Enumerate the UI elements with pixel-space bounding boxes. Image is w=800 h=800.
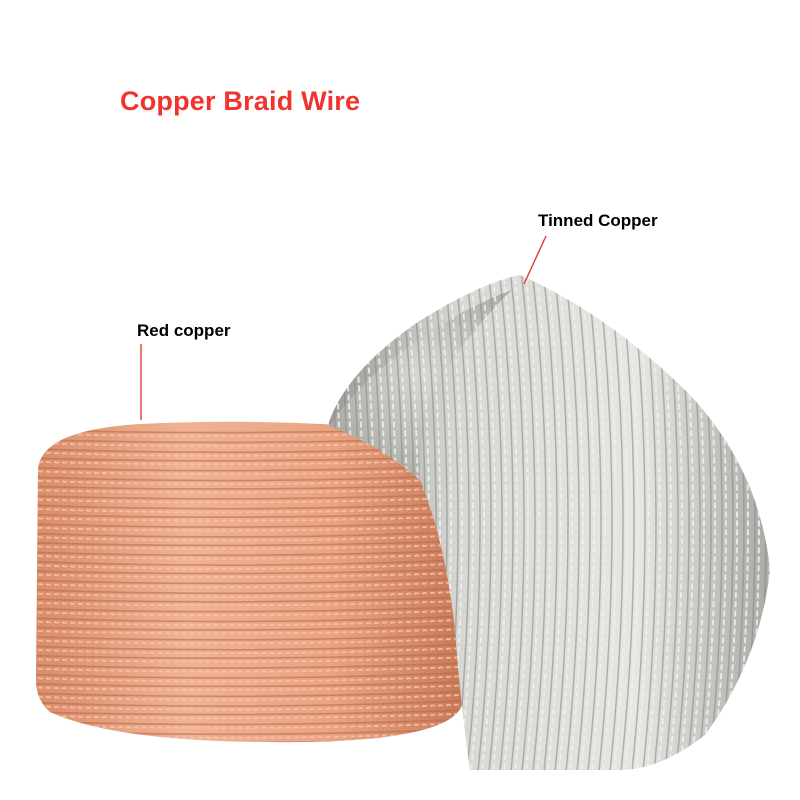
copper-strand-highlight: [36, 684, 462, 691]
copper-strand: [36, 605, 462, 613]
copper-strand-highlight: [36, 675, 462, 683]
tin-strand: [795, 260, 800, 790]
copper-strand: [36, 718, 462, 726]
copper-strand-highlight: [36, 599, 462, 607]
tin-strand: [541, 275, 558, 770]
copper-strand-highlight: [36, 524, 462, 532]
copper-strand-highlight: [36, 487, 462, 494]
tin-strand-highlight: [567, 275, 584, 770]
copper-strand-highlight: [36, 693, 462, 701]
tinned-copper-leader-line: [523, 235, 547, 285]
copper-strand: [36, 643, 462, 651]
copper-strand-highlight: [36, 505, 462, 514]
copper-strand-highlight: [36, 534, 462, 542]
red-copper-coil: [36, 421, 462, 743]
copper-strand: [36, 502, 462, 510]
tin-strand-highlight: [457, 275, 474, 770]
page-title: Copper Braid Wire: [120, 86, 361, 116]
copper-strand-highlight: [36, 740, 462, 743]
tin-strand-highlight: [534, 275, 551, 770]
tin-strand: [607, 275, 624, 770]
tin-strand: [574, 275, 591, 770]
tin-strand: [497, 275, 514, 770]
tin-strand: [475, 275, 492, 770]
tin-strand-highlight: [501, 275, 518, 770]
tin-strand: [508, 275, 525, 770]
tin-strand: [773, 260, 788, 790]
tin-strand-highlight: [523, 275, 540, 770]
tin-strand: [519, 275, 536, 770]
tin-strand: [761, 275, 770, 770]
copper-strand-highlight: [36, 618, 462, 626]
copper-strand: [36, 671, 462, 679]
copper-strand: [36, 577, 462, 585]
copper-strand: [36, 530, 462, 538]
copper-strand: [36, 662, 462, 669]
copper-strand-highlight: [36, 656, 462, 663]
copper-strand-highlight: [36, 646, 462, 655]
tin-strand-highlight: [479, 275, 496, 770]
copper-strand: [36, 624, 462, 631]
copper-strand: [36, 596, 462, 603]
copper-strand-highlight: [36, 581, 462, 588]
tin-strand-highlight: [600, 275, 617, 770]
tin-strand-highlight: [545, 275, 562, 770]
copper-strand: [36, 493, 462, 500]
copper-strand: [36, 540, 462, 547]
copper-strand: [36, 521, 462, 528]
copper-strand: [36, 587, 462, 595]
copper-strand-highlight: [36, 590, 462, 598]
tin-strand-highlight: [788, 260, 800, 790]
copper-strand-highlight: [36, 628, 462, 635]
tin-strand: [530, 275, 547, 770]
copper-strand-highlight: [36, 703, 462, 711]
tin-strand-highlight: [556, 275, 573, 770]
tin-strand-highlight: [765, 275, 770, 770]
copper-strand-highlight: [36, 665, 462, 673]
tin-strand: [552, 275, 569, 770]
copper-strand: [36, 709, 462, 716]
copper-strand-highlight: [36, 477, 462, 485]
copper-strand-highlight: [36, 515, 462, 522]
tin-strand-highlight: [777, 260, 792, 790]
tin-strand: [464, 275, 481, 770]
tin-strand-highlight: [578, 275, 595, 770]
copper-strand: [36, 652, 462, 659]
copper-strand: [36, 558, 462, 566]
tin-strand: [563, 275, 580, 770]
tin-strand-highlight: [512, 275, 529, 770]
red-copper-label: Red copper: [137, 321, 231, 340]
copper-strand-highlight: [36, 637, 462, 645]
copper-strand: [36, 568, 462, 575]
tin-strand: [784, 260, 799, 790]
tin-strand-highlight: [468, 275, 485, 770]
copper-strand: [36, 483, 462, 490]
tin-strand: [585, 275, 602, 770]
copper-strand-highlight: [36, 496, 462, 504]
copper-strand-highlight: [36, 712, 462, 719]
tin-strand: [486, 275, 503, 770]
copper-strand: [36, 681, 462, 688]
copper-strand: [36, 549, 462, 557]
copper-strand: [36, 634, 462, 641]
tin-strand-highlight: [490, 275, 507, 770]
copper-strand-highlight: [36, 609, 462, 617]
copper-strand-highlight: [36, 543, 462, 550]
copper-strand: [36, 511, 462, 518]
copper-strand: [36, 615, 462, 623]
copper-strand-highlight: [36, 562, 462, 570]
tinned-copper-label: Tinned Copper: [538, 211, 658, 230]
copper-strand-highlight: [36, 552, 462, 560]
copper-strand: [36, 690, 462, 698]
tin-strand: [596, 275, 613, 770]
copper-strand: [36, 474, 462, 482]
copper-strand-highlight: [36, 571, 462, 578]
tin-strand-highlight: [589, 275, 606, 770]
copper-strand: [36, 699, 462, 707]
